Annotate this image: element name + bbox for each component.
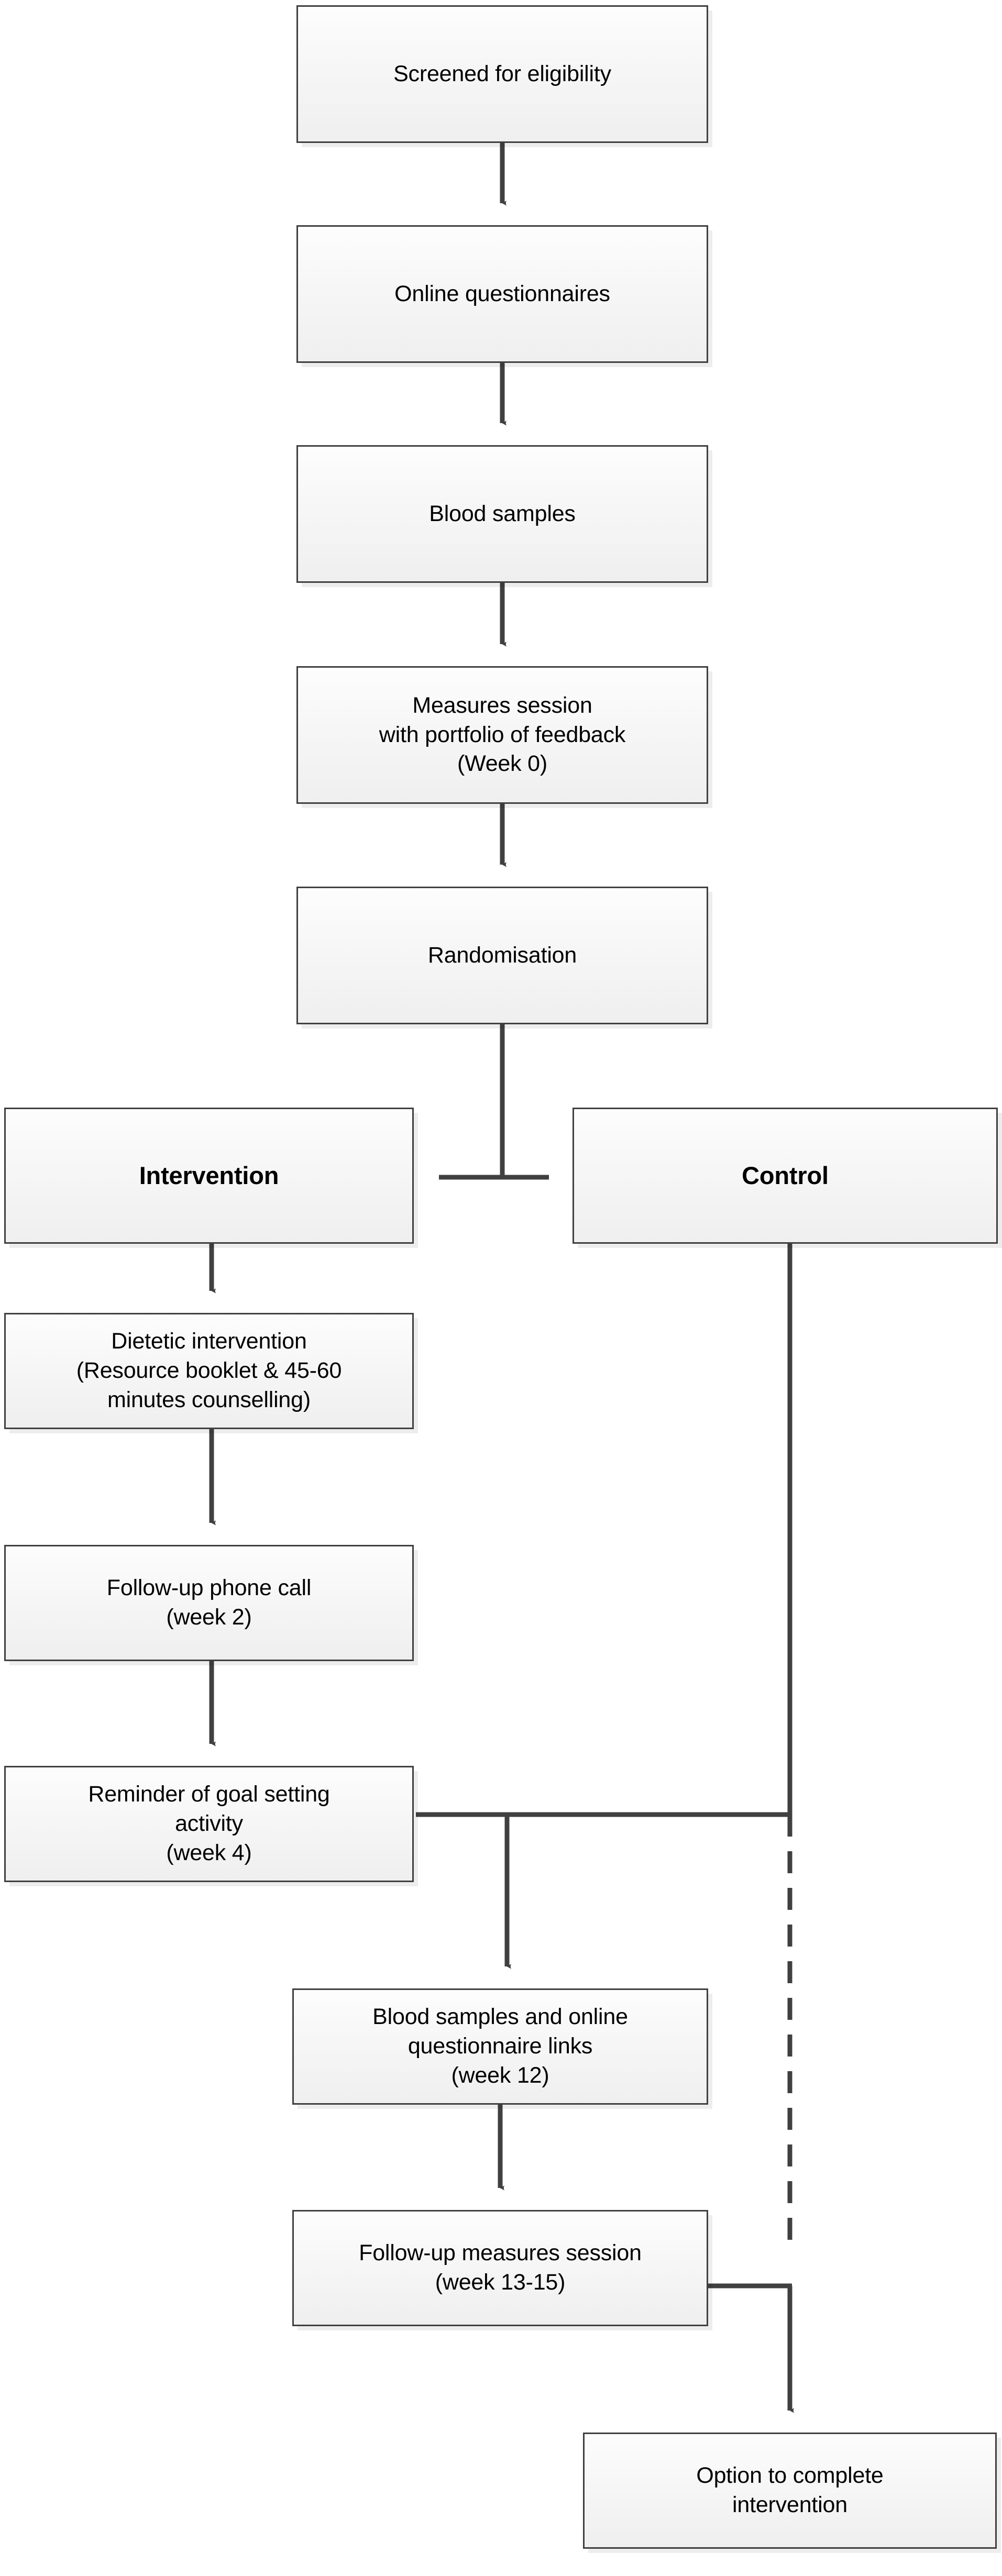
node-measures-session[interactable]: Measures session with portfolio of feedb…	[296, 666, 708, 804]
node-reminder-goal-setting[interactable]: Reminder of goal setting activity (week …	[4, 1766, 414, 1882]
node-randomisation[interactable]: Randomisation	[296, 887, 708, 1024]
node-option-complete-intervention[interactable]: Option to complete intervention	[583, 2433, 997, 2549]
node-blood-samples-online[interactable]: Blood samples and online questionnaire l…	[292, 1988, 708, 2105]
node-online-questionnaires[interactable]: Online questionnaires	[296, 225, 708, 363]
node-followup-measures-session[interactable]: Follow-up measures session (week 13-15)	[292, 2210, 708, 2326]
node-control[interactable]: Control	[572, 1108, 998, 1244]
node-intervention[interactable]: Intervention	[4, 1108, 414, 1244]
node-screened-for-eligibility[interactable]: Screened for eligibility	[296, 5, 708, 143]
node-followup-phone-call[interactable]: Follow-up phone call (week 2)	[4, 1545, 414, 1661]
node-blood-samples[interactable]: Blood samples	[296, 445, 708, 583]
node-dietetic-intervention[interactable]: Dietetic intervention (Resource booklet …	[4, 1313, 414, 1429]
